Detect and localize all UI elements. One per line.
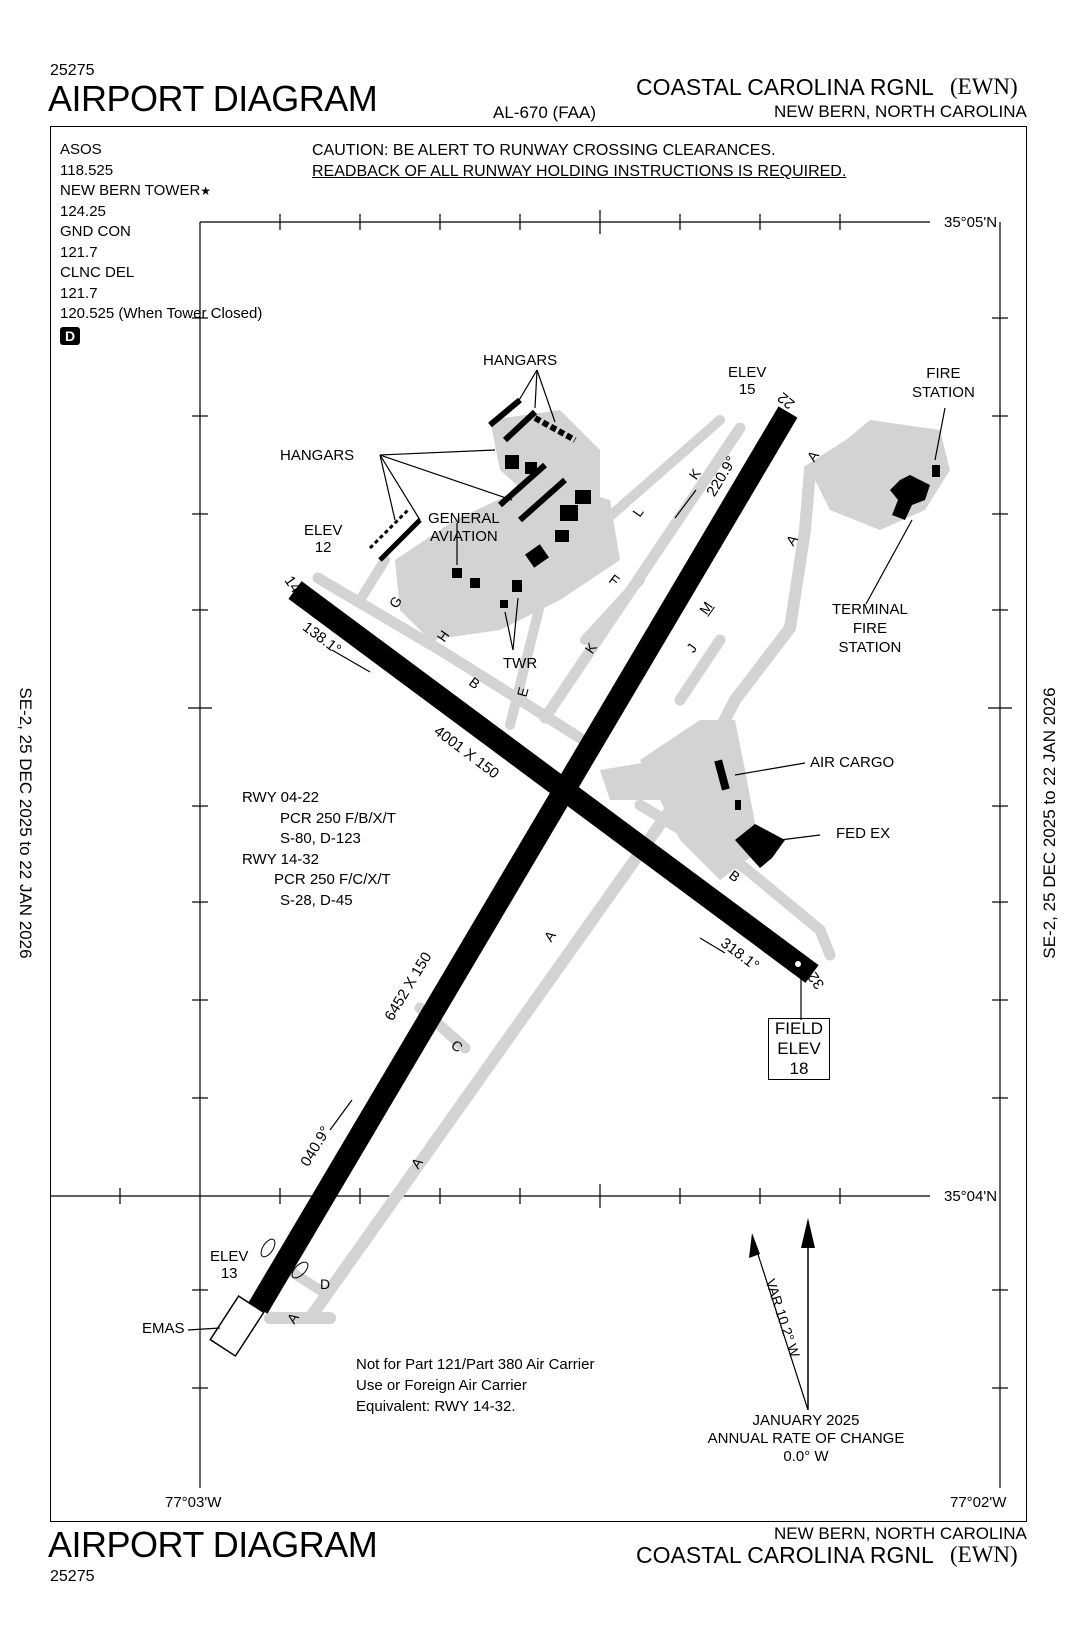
tower-star-icon: ★ [200, 184, 212, 198]
approach-light [291, 1261, 309, 1279]
hangar [525, 462, 537, 474]
rwy-14-32-label: RWY 14-32 [242, 850, 319, 868]
rwy-04-22-pcr: PCR 250 F/B/X/T [280, 809, 396, 827]
caution-note: CAUTION: BE ALERT TO RUNWAY CROSSING CLE… [312, 140, 846, 182]
chart-number-top: 25275 [50, 62, 95, 79]
rwy-14-32-strength: S-28, D-45 [280, 891, 353, 909]
caution-line-1: CAUTION: BE ALERT TO RUNWAY CROSSING CLE… [312, 142, 776, 159]
ga-building [470, 578, 480, 588]
hangar-row [533, 415, 577, 443]
frequency-list: ASOS 118.525 NEW BERN TOWER★ 124.25 GND … [60, 140, 262, 347]
terminal-fire-station-building [890, 475, 930, 520]
procedure-id: AL-670 (FAA) [493, 103, 596, 122]
magnetic-variation-arrows [749, 1218, 815, 1411]
annual-rate-note: JANUARY 2025 ANNUAL RATE OF CHANGE 0.0° … [707, 1412, 905, 1465]
freq-asos-label: ASOS [60, 141, 102, 158]
caution-line-2: READBACK OF ALL RUNWAY HOLDING INSTRUCTI… [312, 163, 847, 180]
hangar-row [378, 518, 422, 562]
fedex-label: FED EX [836, 825, 891, 842]
freq-tower-label: NEW BERN TOWER★ [60, 182, 212, 199]
tower-label: TWR [503, 655, 538, 672]
air-cargo-label: AIR CARGO [810, 754, 895, 771]
freq-gnd-value: 121.7 [60, 243, 98, 261]
hangar-apron [490, 410, 600, 510]
terminal-apron [810, 420, 950, 530]
page-title-bottom: AIRPORT DIAGRAM [48, 1524, 378, 1565]
cargo-apron [640, 720, 760, 880]
field-elevation-box: FIELD ELEV 18 [768, 1018, 830, 1080]
hangar-row [368, 508, 410, 550]
hangar-row [518, 477, 567, 523]
approach-light [260, 1238, 276, 1258]
freq-clnc-alt-value: 120.525 (When Tower Closed) [60, 305, 263, 322]
airport-name-bottom: COASTAL CAROLINA RGNL [636, 1542, 934, 1568]
ga-building [452, 568, 462, 578]
runway-04-22 [248, 406, 798, 1314]
fire-station-building [932, 465, 940, 477]
fedex-building [735, 824, 785, 868]
lat-top-label: 35°05'N [944, 214, 998, 231]
freq-clnc-value: 121.7 [60, 284, 98, 302]
taxiway-g [355, 555, 390, 605]
hangar [505, 455, 519, 469]
hangar [525, 544, 549, 568]
lat-bottom-label: 35°04'N [944, 1188, 998, 1205]
ga-building [512, 580, 522, 592]
lon-right-label: 77°02'W [950, 1494, 1007, 1511]
hangar [575, 490, 591, 504]
airport-id-bottom: (EWN) [950, 1542, 1018, 1567]
emas-area [209, 1294, 265, 1358]
terminal-fire-station-label: TERMINAL FIRE STATION [832, 601, 908, 656]
airport-id-top: (EWN) [950, 74, 1018, 99]
rwy-14-32-pcr: PCR 250 F/C/X/T [274, 871, 391, 888]
hangar-row [488, 397, 522, 428]
leader-lines [329, 369, 946, 1131]
rwy-04-22-label: RWY 04-22 [242, 789, 319, 806]
taxiway-k [539, 422, 746, 724]
chart-number-bottom: 25275 [50, 1568, 95, 1585]
field-elev-point [795, 961, 801, 967]
hangars-left-label: HANGARS [280, 447, 355, 464]
hangars-top-label: HANGARS [483, 352, 558, 369]
taxiway-l [595, 415, 725, 530]
page-title-top: AIRPORT DIAGRAM [48, 78, 378, 119]
lon-left-label: 77°03'W [165, 1494, 222, 1511]
location-top: NEW BERN, NORTH CAROLINA [774, 102, 1027, 121]
air-cargo-building [735, 800, 741, 810]
diagram-frame [50, 126, 1027, 1522]
intersection-fillet [600, 760, 660, 800]
freq-gnd-label: GND CON [60, 223, 131, 240]
airport-name-top: COASTAL CAROLINA RGNL [636, 74, 934, 100]
freq-clnc-label: CLNC DEL [60, 264, 135, 281]
graticule [50, 210, 1012, 1488]
air-carrier-note: Not for Part 121/Part 380 Air Carrier Us… [356, 1356, 595, 1415]
air-cargo-building [714, 759, 730, 791]
taxiway-label-d: D [320, 1276, 331, 1292]
taxiway-f [580, 575, 645, 645]
hangar [555, 530, 569, 542]
d-badge-icon: D [60, 326, 81, 345]
emas-label: EMAS [142, 1320, 185, 1337]
taxiway-j [674, 634, 726, 706]
hangar-row [502, 409, 538, 443]
location-bottom: NEW BERN, NORTH CAROLINA [774, 1524, 1027, 1543]
freq-tower-value: 124.25 [60, 202, 106, 220]
runway-data-block: RWY 04-22 PCR 250 F/B/X/T S-80, D-123 RW… [242, 788, 396, 911]
tower-building [500, 600, 508, 608]
freq-asos-value: 118.525 [60, 161, 114, 179]
runway-14-32 [288, 581, 819, 983]
hangar [560, 505, 578, 521]
rwy-04-22-strength: S-80, D-123 [280, 830, 361, 847]
